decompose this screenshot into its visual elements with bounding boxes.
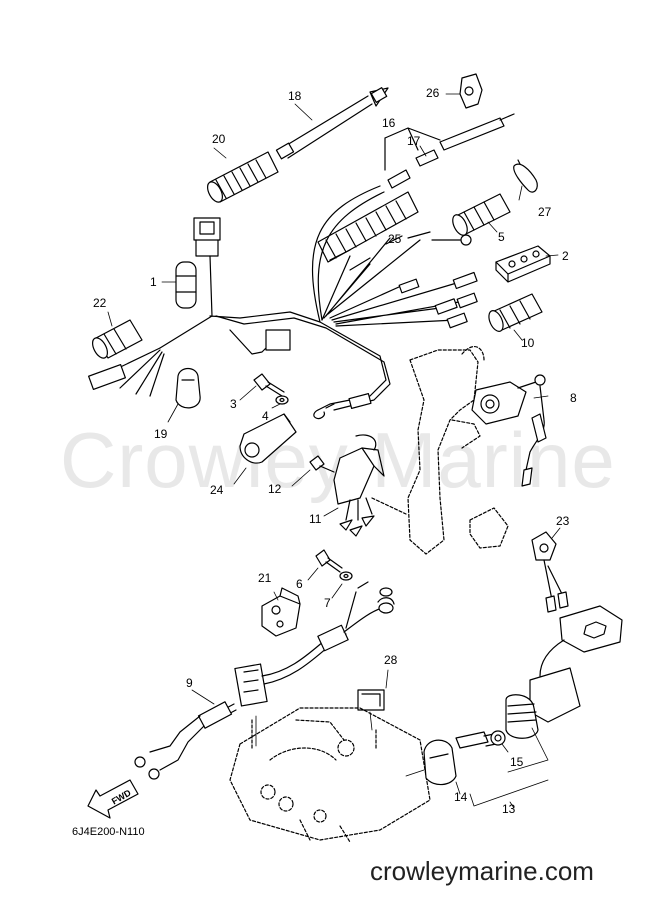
part-18-sleeve	[275, 87, 389, 160]
part-16-connector	[384, 113, 515, 189]
engine-block	[229, 707, 431, 843]
part-6-bolt	[315, 549, 343, 573]
callout-3: 3	[230, 397, 237, 411]
part-24-holder	[239, 413, 297, 464]
part-8-relay	[471, 374, 547, 487]
callout-17: 17	[407, 134, 421, 148]
callout-16: 16	[382, 116, 396, 130]
callout-24: 24	[210, 483, 224, 497]
callout-4: 4	[262, 409, 269, 423]
callout-13: 13	[502, 802, 516, 816]
callout-9: 9	[186, 676, 193, 690]
callout-28: 28	[384, 653, 398, 667]
callout-1: 1	[150, 275, 157, 289]
fwd-arrow-icon	[87, 779, 139, 819]
leader-lines	[107, 93, 561, 809]
callout-26: 26	[426, 86, 440, 100]
part-7-washer	[339, 571, 353, 581]
engine-bracket	[371, 345, 485, 555]
callout-20: 20	[212, 132, 226, 146]
part-23-switch	[469, 507, 569, 613]
part-19-clamp	[175, 367, 201, 409]
part-14-cap	[423, 739, 457, 786]
part-15-ring	[490, 730, 506, 746]
lower-harness	[134, 581, 395, 780]
part-3-bolt	[253, 373, 285, 397]
part-22-tube	[92, 319, 143, 359]
part-4-washer	[275, 395, 289, 405]
callout-23: 23	[556, 514, 570, 528]
callout-15: 15	[510, 755, 524, 769]
part-28-connector	[357, 689, 385, 711]
callout-14: 14	[454, 790, 468, 804]
callout-12: 12	[268, 482, 282, 496]
callout-8: 8	[570, 391, 577, 405]
callout-21: 21	[258, 571, 272, 585]
callout-6: 6	[296, 577, 303, 591]
callout-27: 27	[538, 205, 552, 219]
part-12-screw	[309, 455, 335, 473]
part-27-cable-tie	[513, 159, 538, 193]
website-url: crowleymarine.com	[370, 856, 594, 886]
callout-10: 10	[521, 336, 535, 350]
callout-18: 18	[288, 89, 302, 103]
part-5-tube	[452, 193, 511, 236]
main-harness	[88, 185, 478, 420]
part-20-corrugated-tube	[207, 151, 279, 203]
callout-5: 5	[498, 230, 505, 244]
callout-7: 7	[324, 596, 331, 610]
part-26-clamp	[459, 73, 483, 109]
part-10-tube	[488, 293, 543, 332]
part-25-corrugated-tube	[317, 191, 419, 263]
callout-11: 11	[309, 512, 322, 526]
diagram-code: 6J4E200-N110	[72, 826, 145, 838]
callout-22: 22	[93, 296, 107, 310]
part-2-holder	[495, 245, 551, 283]
callout-25: 25	[388, 232, 402, 246]
part-1-connector	[175, 217, 221, 309]
part-13-main-switch	[505, 605, 623, 739]
callout-2: 2	[562, 249, 569, 263]
part-21-holder	[261, 587, 301, 637]
callout-19: 19	[154, 427, 168, 441]
part-11-rectifier	[333, 434, 385, 537]
key	[455, 731, 497, 749]
